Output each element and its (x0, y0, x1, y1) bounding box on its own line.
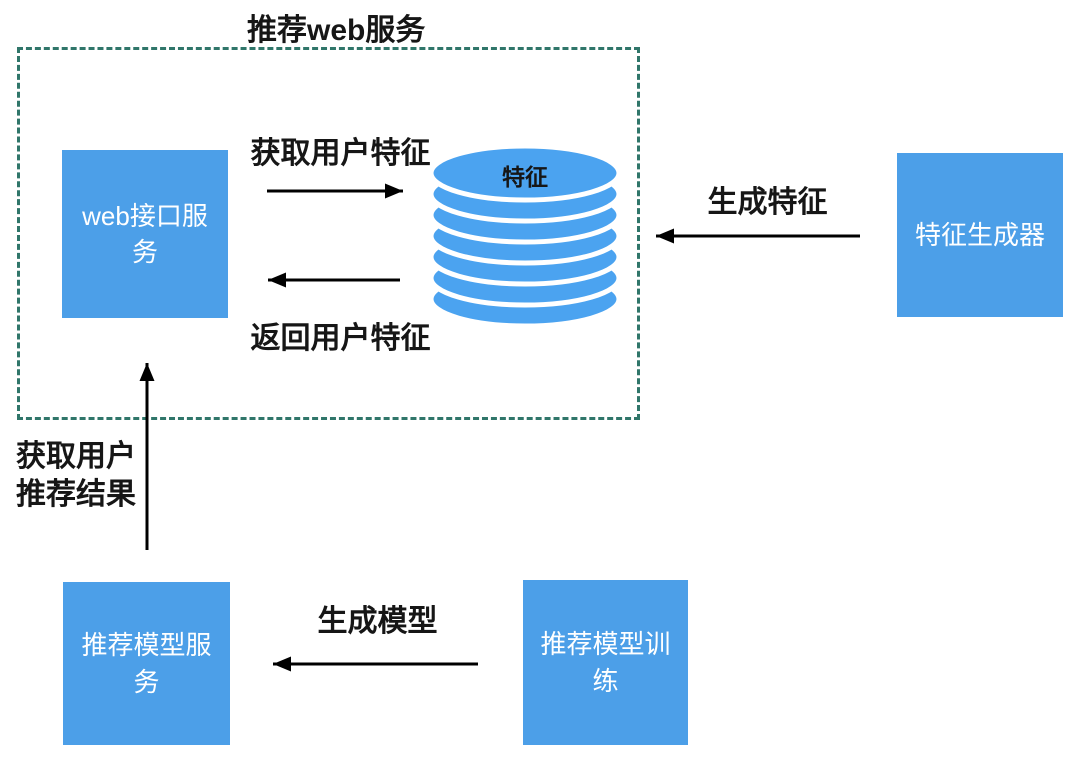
node-model-service-label: 推荐模型服务 (81, 630, 212, 697)
edge-label-generate-features: 生成特征 (707, 186, 828, 219)
edge-label-get-user-features: 获取用户特征 (250, 137, 431, 170)
node-model-training: 推荐模型训练 (523, 580, 688, 745)
diagram-title: 推荐web服务 (247, 14, 426, 47)
node-model-service: 推荐模型服务 (63, 582, 230, 745)
edge-label-get-user-recommendations: 获取用户 推荐结果 (16, 440, 136, 511)
node-feature-store-label: 特征 (502, 164, 548, 190)
edge-label-generate-model: 生成模型 (317, 605, 438, 638)
edge-label-return-user-features: 返回用户特征 (250, 322, 431, 355)
node-web-service-label: web接口服务 (82, 200, 208, 267)
node-feature-generator-label: 特征生成器 (914, 219, 1045, 250)
database-cylinder-icon (428, 143, 622, 329)
web-service-boundary (17, 47, 640, 420)
node-model-training-label: 推荐模型训练 (540, 629, 671, 696)
node-feature-generator: 特征生成器 (897, 153, 1063, 317)
node-web-service: web接口服务 (62, 150, 228, 318)
